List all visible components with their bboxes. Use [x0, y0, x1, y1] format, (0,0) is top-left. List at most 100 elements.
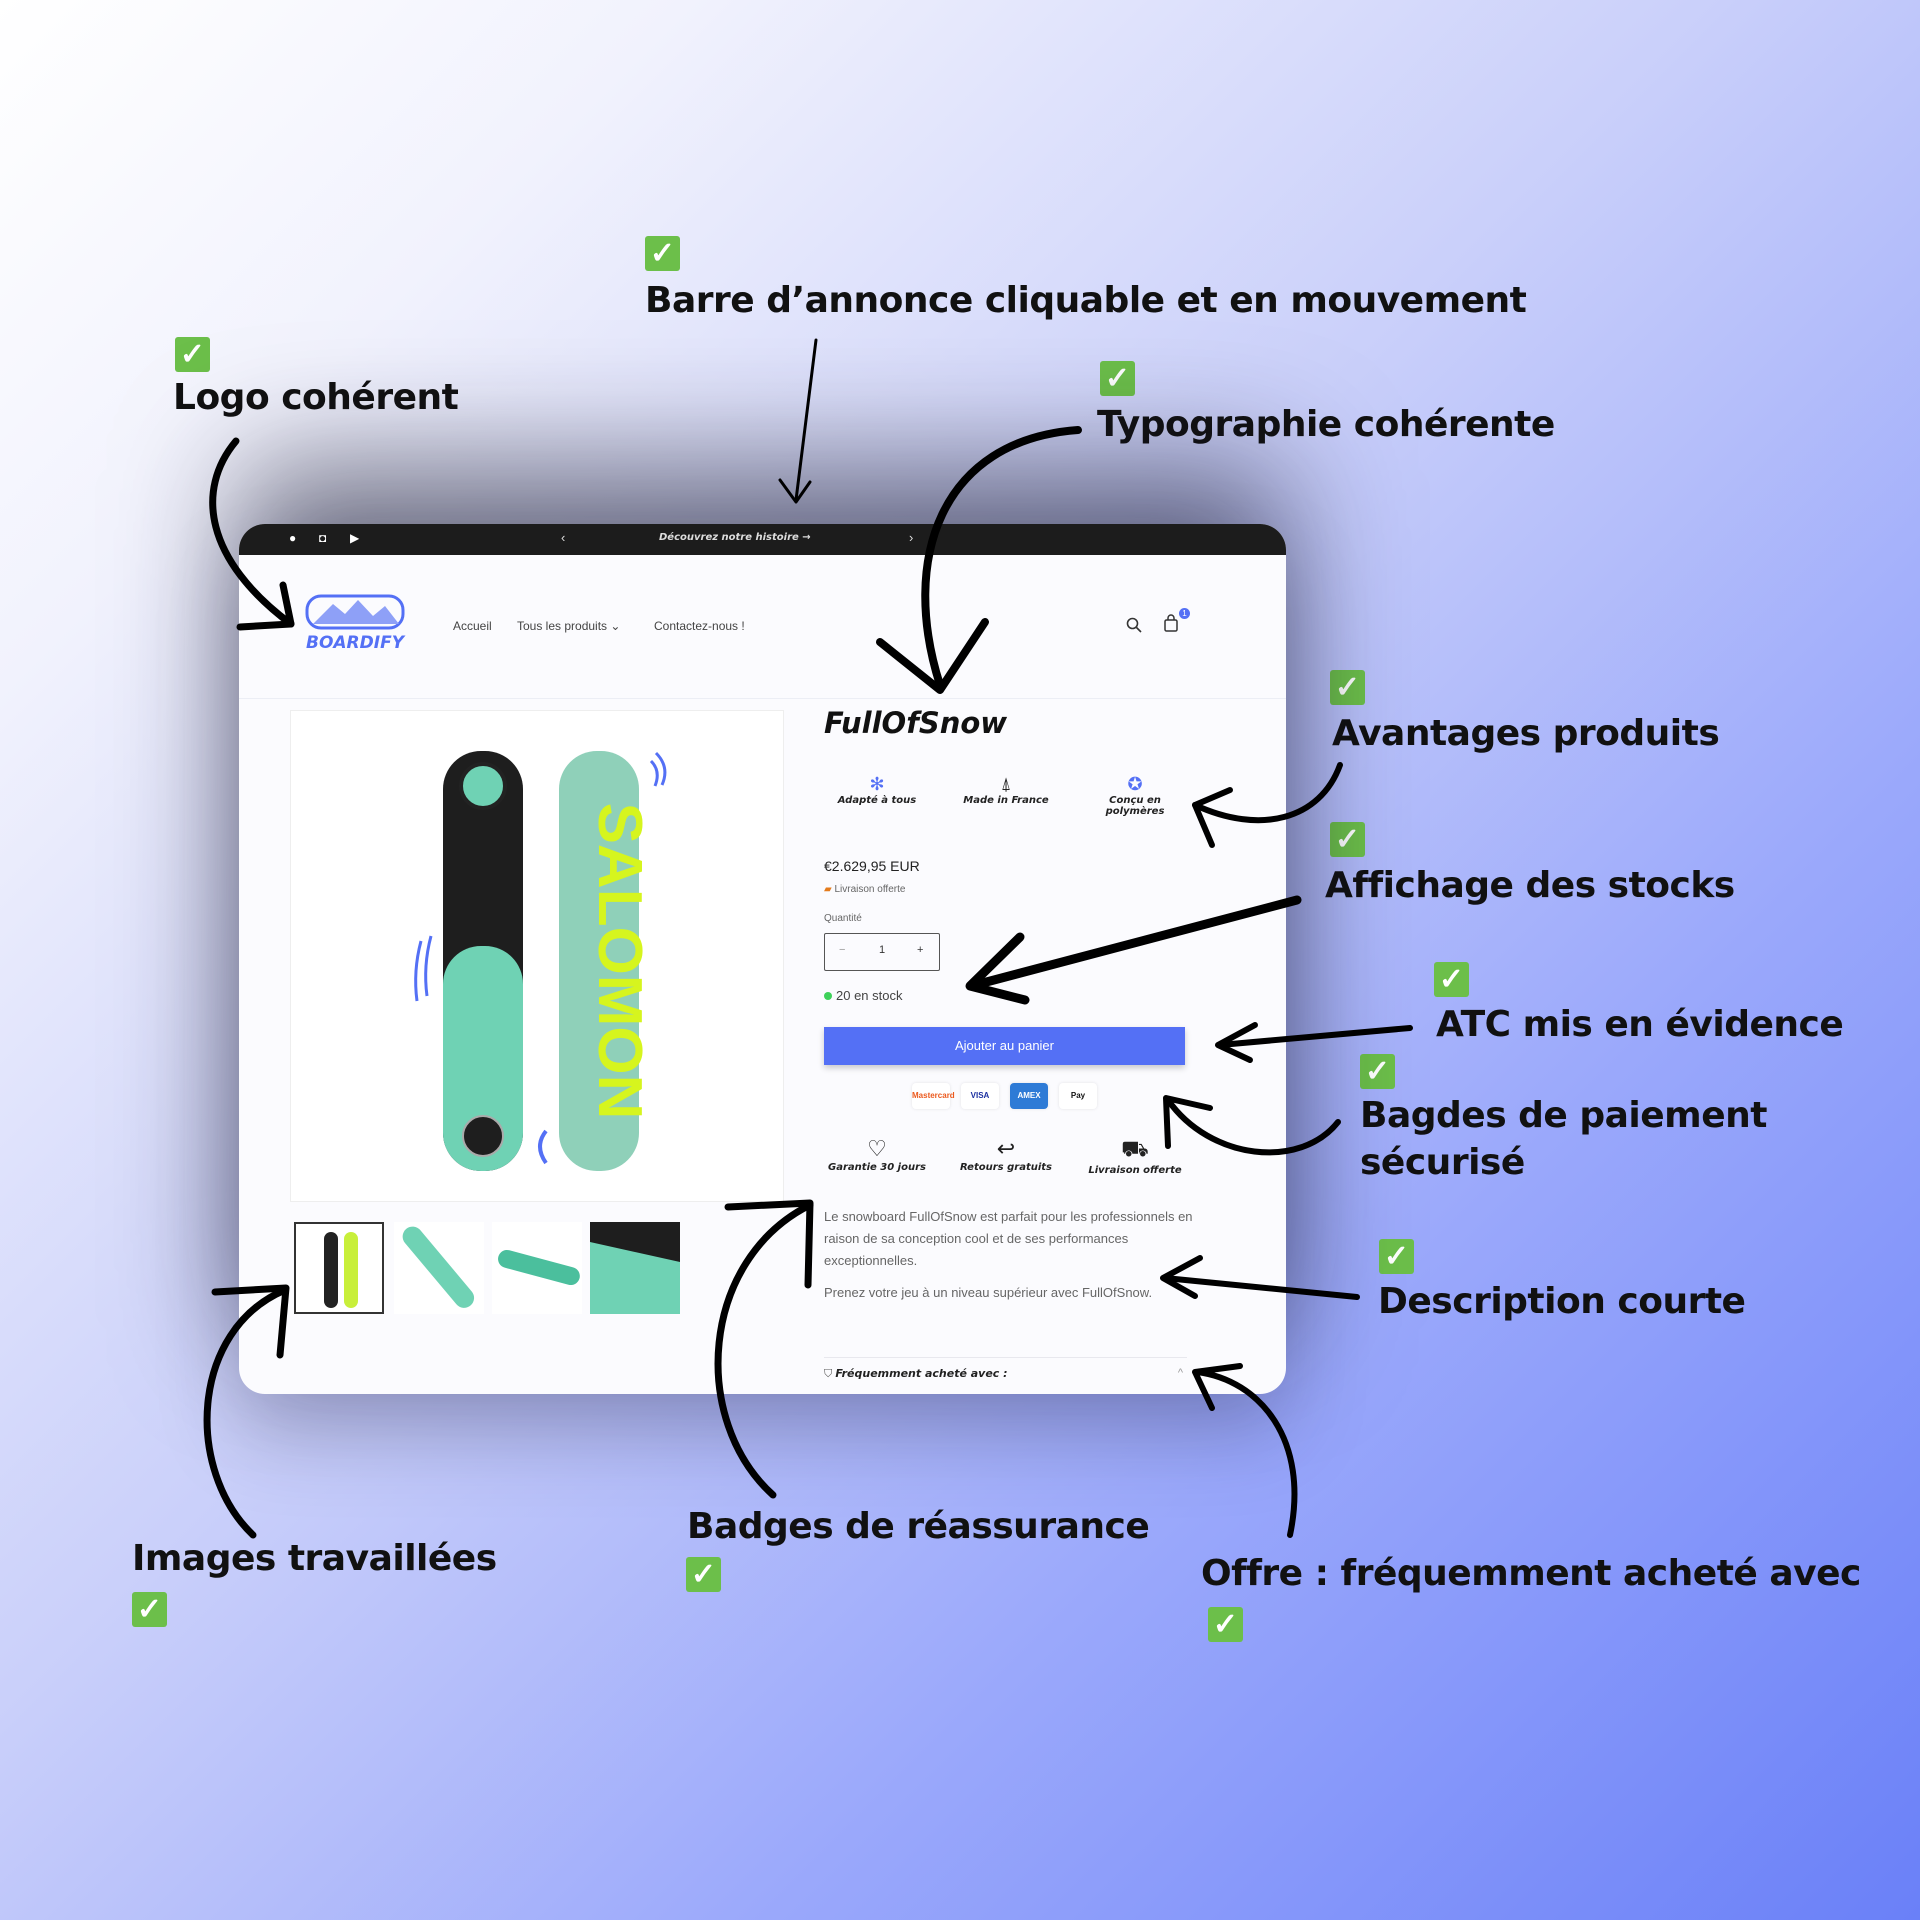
- reassurance-returns: ↩Retours gratuits: [941, 1136, 1071, 1173]
- snowboard-image: SALOMON: [414, 751, 667, 1171]
- check-icon: ✓: [1330, 670, 1365, 705]
- annotation-benefits: Avantages produits: [1332, 713, 1720, 754]
- benefit-label: Adapté à tous: [837, 795, 917, 806]
- arrow-atc: [1215, 1022, 1413, 1063]
- quantity-label: Quantité: [824, 913, 862, 924]
- announcement-next[interactable]: ›: [909, 530, 914, 545]
- check-icon: ✓: [1208, 1607, 1243, 1642]
- stock-dot-icon: [824, 992, 832, 1000]
- logo[interactable]: BOARDIFY: [303, 592, 407, 653]
- annotation-payment-line2: sécurisé: [1360, 1142, 1525, 1183]
- reassurance-label: Livraison offerte: [1088, 1165, 1182, 1176]
- annotation-typography: Typographie cohérente: [1097, 404, 1555, 445]
- visa-icon: VISA: [961, 1083, 999, 1109]
- annotation-atc: ATC mis en évidence: [1436, 1004, 1844, 1045]
- benefit-france: ⍋Made in France: [941, 774, 1071, 806]
- check-icon: ✓: [175, 337, 210, 372]
- arrow-images: [203, 1284, 290, 1539]
- add-to-cart-button[interactable]: Ajouter au panier: [824, 1027, 1185, 1065]
- check-icon: ✓: [1434, 962, 1469, 997]
- reassurance-label: Garantie 30 jours: [828, 1162, 926, 1173]
- stock-text: 20 en stock: [836, 988, 903, 1003]
- arrow-reassurance: [714, 1199, 814, 1499]
- search-icon[interactable]: [1126, 617, 1142, 633]
- arrow-logo: [209, 437, 295, 631]
- facebook-icon[interactable]: ●: [289, 531, 297, 545]
- annotation-frequently-bought: Offre : fréquemment acheté avec: [1201, 1553, 1861, 1594]
- quantity-increase[interactable]: +: [917, 944, 924, 956]
- description-paragraph: Le snowboard FullOfSnow est parfait pour…: [824, 1209, 1193, 1268]
- quantity-value[interactable]: 1: [879, 944, 886, 956]
- reassurance-label: Retours gratuits: [959, 1162, 1053, 1173]
- arrow-benefits: [1192, 762, 1343, 848]
- thumbnail-2[interactable]: [394, 1222, 484, 1314]
- arrow-description: [1160, 1255, 1360, 1300]
- annotation-payment: Bagdes de paiement: [1360, 1095, 1767, 1136]
- eiffel-tower-icon: ⍋: [1000, 774, 1012, 794]
- announcement-text[interactable]: Découvrez notre histoire →: [659, 532, 811, 543]
- store-mockup: ● ◘ ▶ ‹ Découvrez notre histoire → › BOA…: [239, 524, 1286, 1394]
- youtube-icon[interactable]: ▶: [350, 531, 360, 545]
- check-icon: ✓: [132, 1592, 167, 1627]
- benefit-adapte: ✻Adapté à tous: [812, 774, 942, 806]
- annotation-logo: Logo cohérent: [173, 377, 459, 418]
- logo-goggles-icon: [305, 594, 405, 630]
- arrow-payment: [1163, 1095, 1341, 1156]
- truck-icon: ⛟: [1121, 1136, 1149, 1161]
- annotation-description: Description courte: [1378, 1281, 1746, 1322]
- instagram-icon[interactable]: ◘: [319, 531, 327, 545]
- thumbnail-4[interactable]: [590, 1222, 680, 1314]
- check-icon: ✓: [1360, 1054, 1395, 1089]
- mastercard-icon: Mastercard: [912, 1083, 955, 1109]
- badge-icon: ✪: [1127, 774, 1143, 794]
- nav-accueil[interactable]: Accueil: [453, 619, 492, 633]
- cart-icon[interactable]: [1163, 614, 1179, 632]
- short-description: Le snowboard FullOfSnow est parfait pour…: [824, 1206, 1194, 1304]
- chevron-up-icon[interactable]: ^: [1177, 1367, 1183, 1379]
- shipping-note-text: Livraison offerte: [834, 884, 906, 895]
- frequently-bought-label: Fréquemment acheté avec :: [835, 1367, 1008, 1380]
- stock-indicator: 20 en stock: [824, 988, 903, 1003]
- product-main-image[interactable]: SALOMON: [290, 710, 784, 1202]
- thumbnail-1[interactable]: [294, 1222, 384, 1314]
- quantity-stepper[interactable]: − 1 +: [824, 933, 940, 971]
- annotation-stock: Affichage des stocks: [1325, 865, 1735, 906]
- annotation-images: Images travaillées: [132, 1538, 497, 1579]
- frequently-bought-toggle[interactable]: ⛉ Fréquemment acheté avec : ^: [824, 1367, 1187, 1381]
- benefit-label: Conçu en polymères: [1105, 795, 1165, 817]
- description-paragraph: Prenez votre jeu à un niveau supérieur a…: [824, 1285, 1153, 1300]
- return-arrow-icon: ↩: [996, 1136, 1016, 1161]
- freq-divider: [824, 1357, 1187, 1358]
- apple-pay-icon: Pay: [1059, 1083, 1097, 1109]
- check-icon: ✓: [645, 236, 680, 271]
- logo-text: BOARDIFY: [305, 633, 404, 653]
- check-icon: ✓: [1379, 1239, 1414, 1274]
- truck-icon: ▰: [824, 884, 835, 895]
- check-icon: ✓: [686, 1557, 721, 1592]
- quantity-decrease[interactable]: −: [839, 944, 846, 956]
- arrow-frequently-bought: [1192, 1363, 1298, 1538]
- snowflake-icon: ✻: [869, 774, 885, 794]
- arrow-typography: [876, 426, 1082, 694]
- amex-icon: AMEX: [1010, 1083, 1048, 1109]
- price: €2.629,95 EUR: [824, 858, 920, 874]
- reassurance-guarantee: ♡Garantie 30 jours: [812, 1136, 942, 1173]
- arrow-stock: [965, 895, 1302, 1005]
- announcement-bar[interactable]: ● ◘ ▶ ‹ Découvrez notre histoire → ›: [239, 524, 1286, 555]
- header-divider: [239, 698, 1286, 699]
- tag-icon: ⛉: [824, 1368, 836, 1380]
- cart-count-badge: 1: [1179, 608, 1190, 619]
- benefit-polymeres: ✪Conçu en polymères: [1070, 774, 1200, 817]
- nav-contact[interactable]: Contactez-nous !: [654, 619, 745, 633]
- thumbnail-3[interactable]: [492, 1222, 582, 1314]
- nav-products[interactable]: Tous les produits ⌄: [517, 619, 621, 633]
- heart-icon: ♡: [867, 1136, 887, 1161]
- shipping-note: ▰ Livraison offerte: [824, 884, 905, 895]
- reassurance-shipping: ⛟ Livraison offerte: [1070, 1136, 1200, 1176]
- announcement-prev[interactable]: ‹: [561, 530, 566, 545]
- annotation-reassurance: Badges de réassurance: [687, 1506, 1150, 1547]
- check-icon: ✓: [1330, 822, 1365, 857]
- annotation-announcement-bar: Barre d’annonce cliquable et en mouvemen…: [645, 280, 1527, 321]
- arrow-announcement: [778, 338, 818, 504]
